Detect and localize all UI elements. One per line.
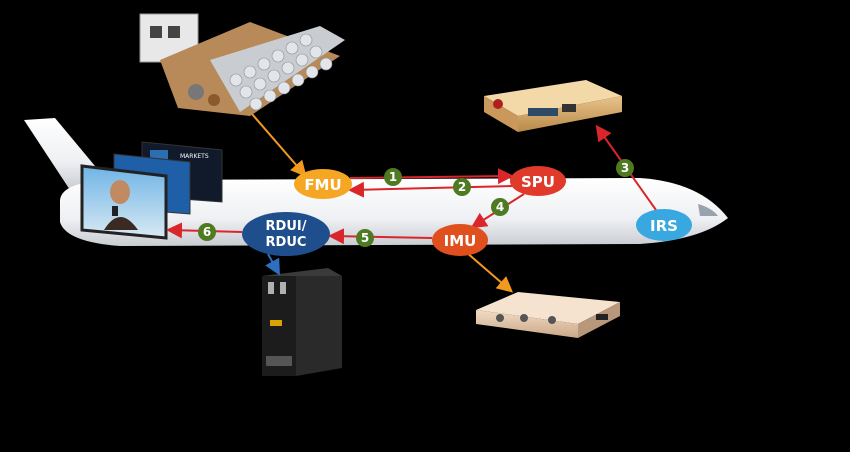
arrow-imu-to-rdui [328, 228, 433, 245]
node-rdui-label-line2: RDUC [266, 235, 307, 250]
node-irs-label: IRS [650, 217, 678, 235]
step-3-label: 3 [621, 161, 629, 175]
step-6-label: 6 [203, 225, 211, 239]
step-1-label: 1 [389, 170, 397, 184]
step-4-label: 4 [496, 200, 504, 214]
node-spu: SPU [510, 166, 566, 196]
node-rdui: RDUI/ RDUC [242, 212, 330, 256]
step-6: 6 [198, 223, 216, 241]
node-imu-label: IMU [444, 232, 477, 250]
aircraft-nose-window [698, 204, 718, 216]
step-1: 1 [384, 168, 402, 186]
arrow-rdui-to-rdui-hardware [265, 253, 280, 276]
step-3: 3 [616, 159, 634, 177]
imu-hardware-image [476, 292, 620, 338]
node-imu: IMU [432, 224, 488, 256]
node-rdui-label-line1: RDUI/ [266, 219, 307, 234]
spu-hardware-image [484, 80, 622, 132]
step-4: 4 [491, 198, 509, 216]
rdui-hardware-image [262, 268, 342, 376]
arrow-spu-to-fmu [348, 181, 513, 198]
step-5: 5 [356, 229, 374, 247]
step-5-label: 5 [361, 231, 369, 245]
node-imu-shape [432, 224, 488, 256]
step-markers: 1 2 3 4 5 6 [198, 159, 634, 247]
node-spu-label: SPU [521, 173, 555, 191]
antenna-assembly-image [139, 13, 345, 116]
node-fmu: FMU [294, 169, 352, 199]
step-2-label: 2 [458, 180, 466, 194]
screen-markets-text: MARKETS [180, 153, 209, 160]
node-irs: IRS [636, 209, 692, 241]
arrow-antenna-to-fmu [251, 113, 307, 178]
aircraft-fuselage [60, 178, 728, 246]
node-irs-shape [636, 209, 692, 241]
arrow-fmu-to-spu [349, 168, 514, 185]
arrow-imu-to-imu-hardware [465, 251, 514, 293]
step-2: 2 [453, 178, 471, 196]
node-spu-shape [510, 166, 566, 196]
node-fmu-shape [294, 169, 352, 199]
node-rdui-shape [242, 212, 330, 256]
cabin-screens-image: MARKETS [80, 141, 223, 240]
node-fmu-label: FMU [304, 176, 341, 194]
